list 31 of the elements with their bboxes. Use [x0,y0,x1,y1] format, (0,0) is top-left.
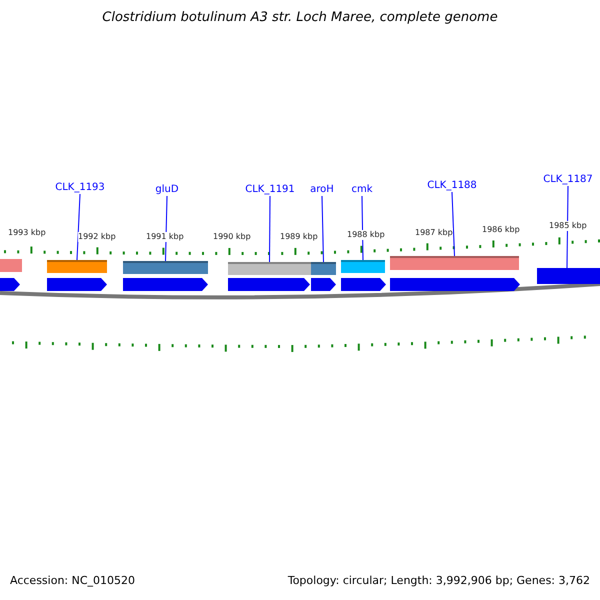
position-label: 1986 kbp [482,225,520,235]
position-label: 1988 kbp [347,230,385,240]
position-label: 1991 kbp [146,232,184,242]
gene-bar [123,261,208,274]
position-label: 1989 kbp [280,232,318,242]
gene-label: CLK_1193 [55,182,105,194]
gene-bar [341,260,385,273]
position-label: 1990 kbp [213,232,251,242]
leader-line [76,194,80,260]
gene-label: CLK_1187 [543,174,593,186]
position-label: 1987 kbp [415,228,453,238]
genome-stats-text: Topology: circular; Length: 3,992,906 bp; Genes: 3,762 [288,574,590,587]
gene-label: cmk [351,184,373,196]
leader-line [269,196,270,262]
gene-bar [47,260,107,273]
position-label: 1985 kbp [549,221,587,231]
leader-line [566,186,568,268]
gene-bar [390,256,519,270]
gene-bar [228,262,311,275]
gene-label: aroH [310,184,334,196]
gene-feature [537,268,600,284]
accession-text: Accession: NC_010520 [10,574,136,587]
position-label: 1992 kbp [78,232,116,242]
gene-label: gluD [155,184,179,196]
leader-line [452,192,455,256]
gene-label: CLK_1191 [245,184,295,196]
gene-bar [311,262,336,275]
leader-line [322,196,324,262]
gene-label: CLK_1188 [427,180,477,192]
title: Clostridium botulinum A3 str. Loch Maree, complete genome [101,10,499,25]
position-label: 1993 kbp [8,228,46,238]
